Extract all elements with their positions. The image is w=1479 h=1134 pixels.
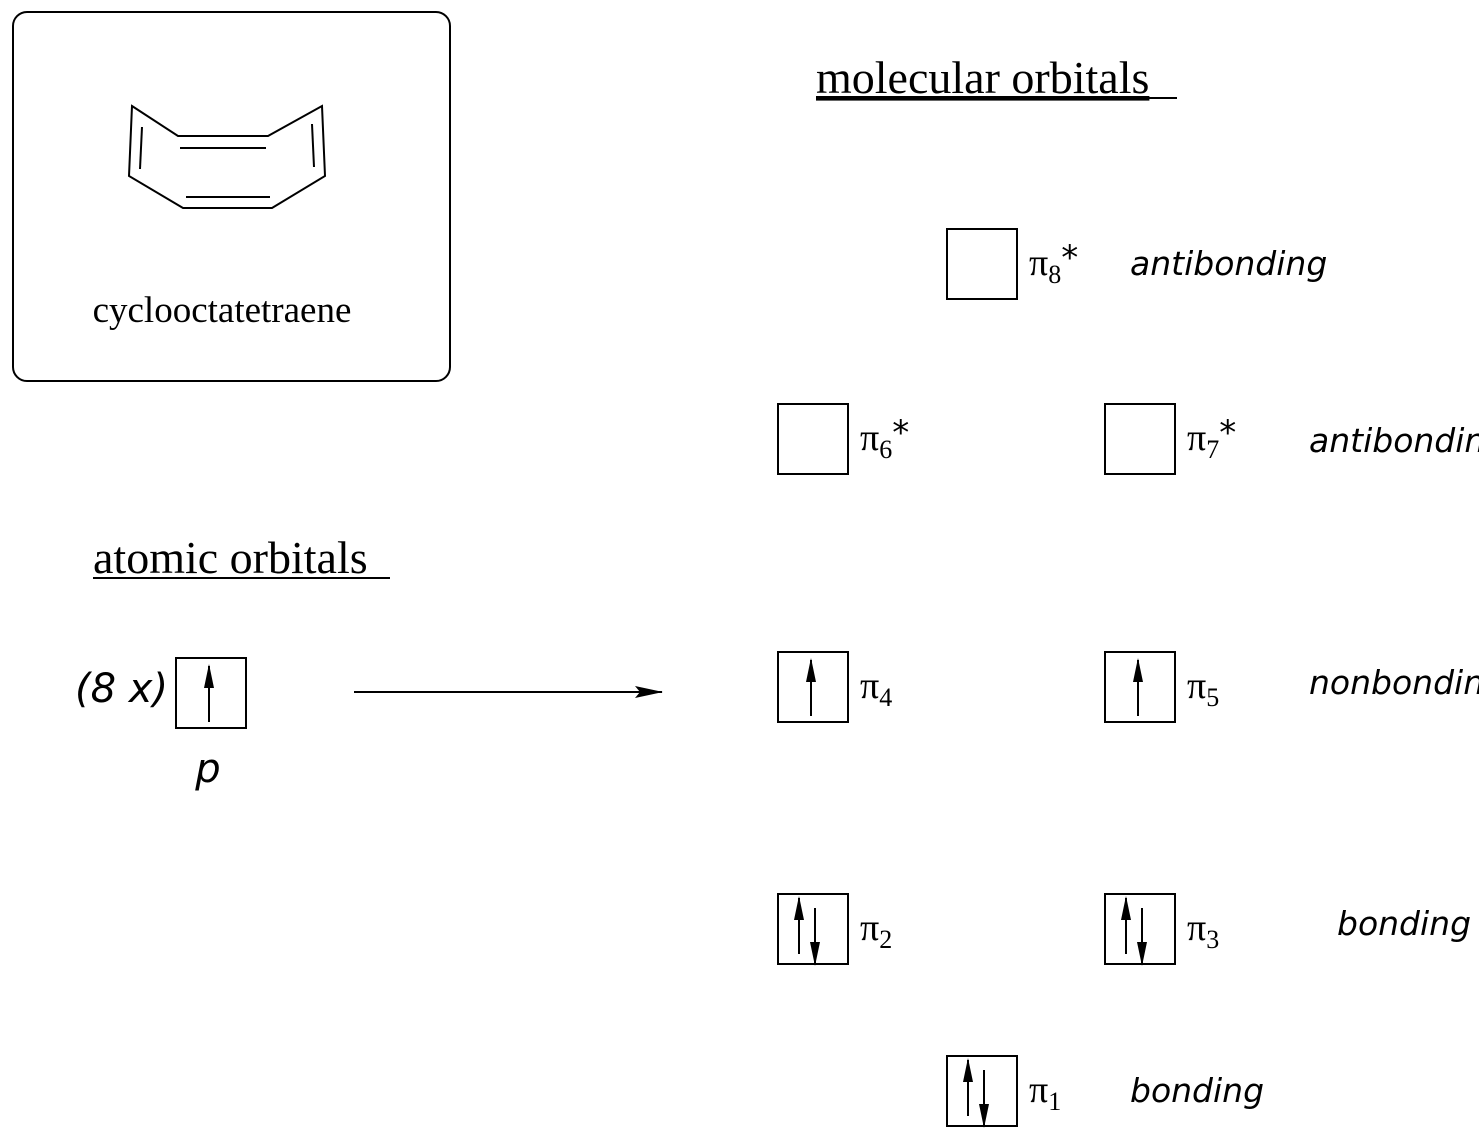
orbital-pi5-up-electron-arrow	[1133, 658, 1143, 716]
orbital-label-pi5: π5	[1187, 665, 1219, 712]
orbital-pi6: π6*	[777, 403, 909, 475]
orbital-pi2-down-electron-arrow	[810, 908, 820, 966]
orbital-box-pi4	[777, 651, 849, 723]
molecule-frame	[12, 11, 451, 382]
orbital-label-pi4: π4	[860, 665, 892, 712]
orbital-pi4-up-electron-arrow	[806, 658, 816, 716]
atomic-orbital-label: p	[194, 746, 220, 792]
atomic-multiplier: (8 x)	[75, 666, 168, 712]
atomic-orbital-p: (8 x) p	[75, 657, 247, 792]
orbital-box-pi8	[946, 228, 1018, 300]
orbital-pi4: π4	[777, 651, 892, 723]
molecule-panel: cyclooctatetraene	[12, 11, 451, 382]
orbital-label-pi1: π1	[1029, 1069, 1061, 1116]
orbital-pi1: π1	[946, 1055, 1061, 1128]
orbital-label-pi6: π6*	[860, 413, 909, 464]
orbital-pi8: π8*	[946, 228, 1078, 300]
orbital-pi3-up-electron-arrow	[1121, 896, 1131, 954]
atomic-orbital-electrons	[204, 664, 214, 722]
orbital-pi2-up-electron-arrow	[794, 896, 804, 954]
orbital-pi2: π2	[777, 893, 892, 966]
orbital-label-pi8: π8*	[1029, 238, 1078, 289]
label-pi1-bonding: bonding	[1130, 1071, 1264, 1110]
orbital-box-pi7	[1104, 403, 1176, 475]
orbital-label-pi3: π3	[1187, 907, 1219, 954]
molecular-orbital-levels: π8* π6* π7* π4 π5 π2 π3 π1	[777, 228, 1236, 1128]
orbital-pi1-up-electron-arrow	[963, 1058, 973, 1116]
atomic-up-electron-arrow	[204, 664, 214, 722]
molecular-orbitals-heading: molecular orbitals	[816, 52, 1149, 103]
molecule-name: cyclooctatetraene	[93, 290, 352, 331]
orbital-pi3-down-electron-arrow	[1137, 908, 1147, 966]
orbital-label-pi7: π7*	[1187, 413, 1236, 464]
label-pi67-antibonding: antibonding	[1309, 421, 1479, 460]
orbital-pi5: π5	[1104, 651, 1219, 723]
cyclooctatetraene-structure	[127, 104, 327, 209]
label-pi23-bonding: bonding	[1337, 904, 1471, 943]
atomic-orbitals-heading: atomic orbitals	[93, 532, 368, 583]
orbital-label-pi2: π2	[860, 907, 892, 954]
label-pi8-antibonding: antibonding	[1130, 244, 1327, 283]
orbital-pi1-down-electron-arrow	[979, 1070, 989, 1128]
orbital-pi3: π3	[1104, 893, 1219, 966]
orbital-box-pi6	[777, 403, 849, 475]
orbital-box-pi3	[1104, 893, 1176, 965]
orbital-box-pi5	[1104, 651, 1176, 723]
orbital-box-pi2	[777, 893, 849, 965]
orbital-pi7: π7*	[1104, 403, 1236, 475]
atomic-orbital-box	[175, 657, 247, 729]
label-pi45-nonbonding: nonbonding	[1309, 663, 1479, 702]
